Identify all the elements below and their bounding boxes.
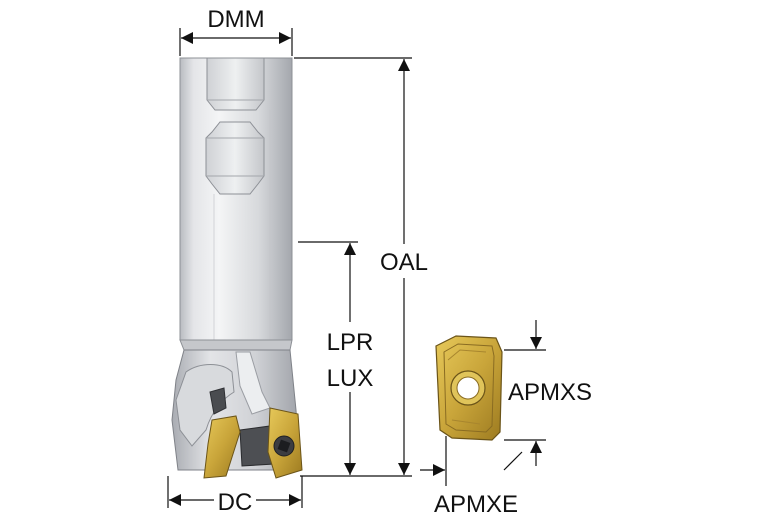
label-apmxe: APMXE [434, 491, 518, 518]
end-mill-body [171, 57, 303, 479]
neck [179, 339, 293, 351]
insert-left [203, 415, 241, 479]
shank-flat-top [206, 57, 265, 111]
insert-detail [435, 335, 503, 441]
label-lpr: LPR [327, 329, 374, 356]
label-lux: LUX [327, 365, 374, 392]
label-dmm: DMM [207, 6, 264, 33]
label-dc: DC [218, 489, 253, 516]
chip-flute-left [175, 364, 235, 447]
label-apmxs: APMXS [508, 379, 592, 406]
label-oal: OAL [380, 249, 428, 276]
dimension-labels: DMM OAL LPR LUX DC APMXS APMXE [200, 4, 592, 518]
shank-flat-bottom [205, 121, 265, 195]
